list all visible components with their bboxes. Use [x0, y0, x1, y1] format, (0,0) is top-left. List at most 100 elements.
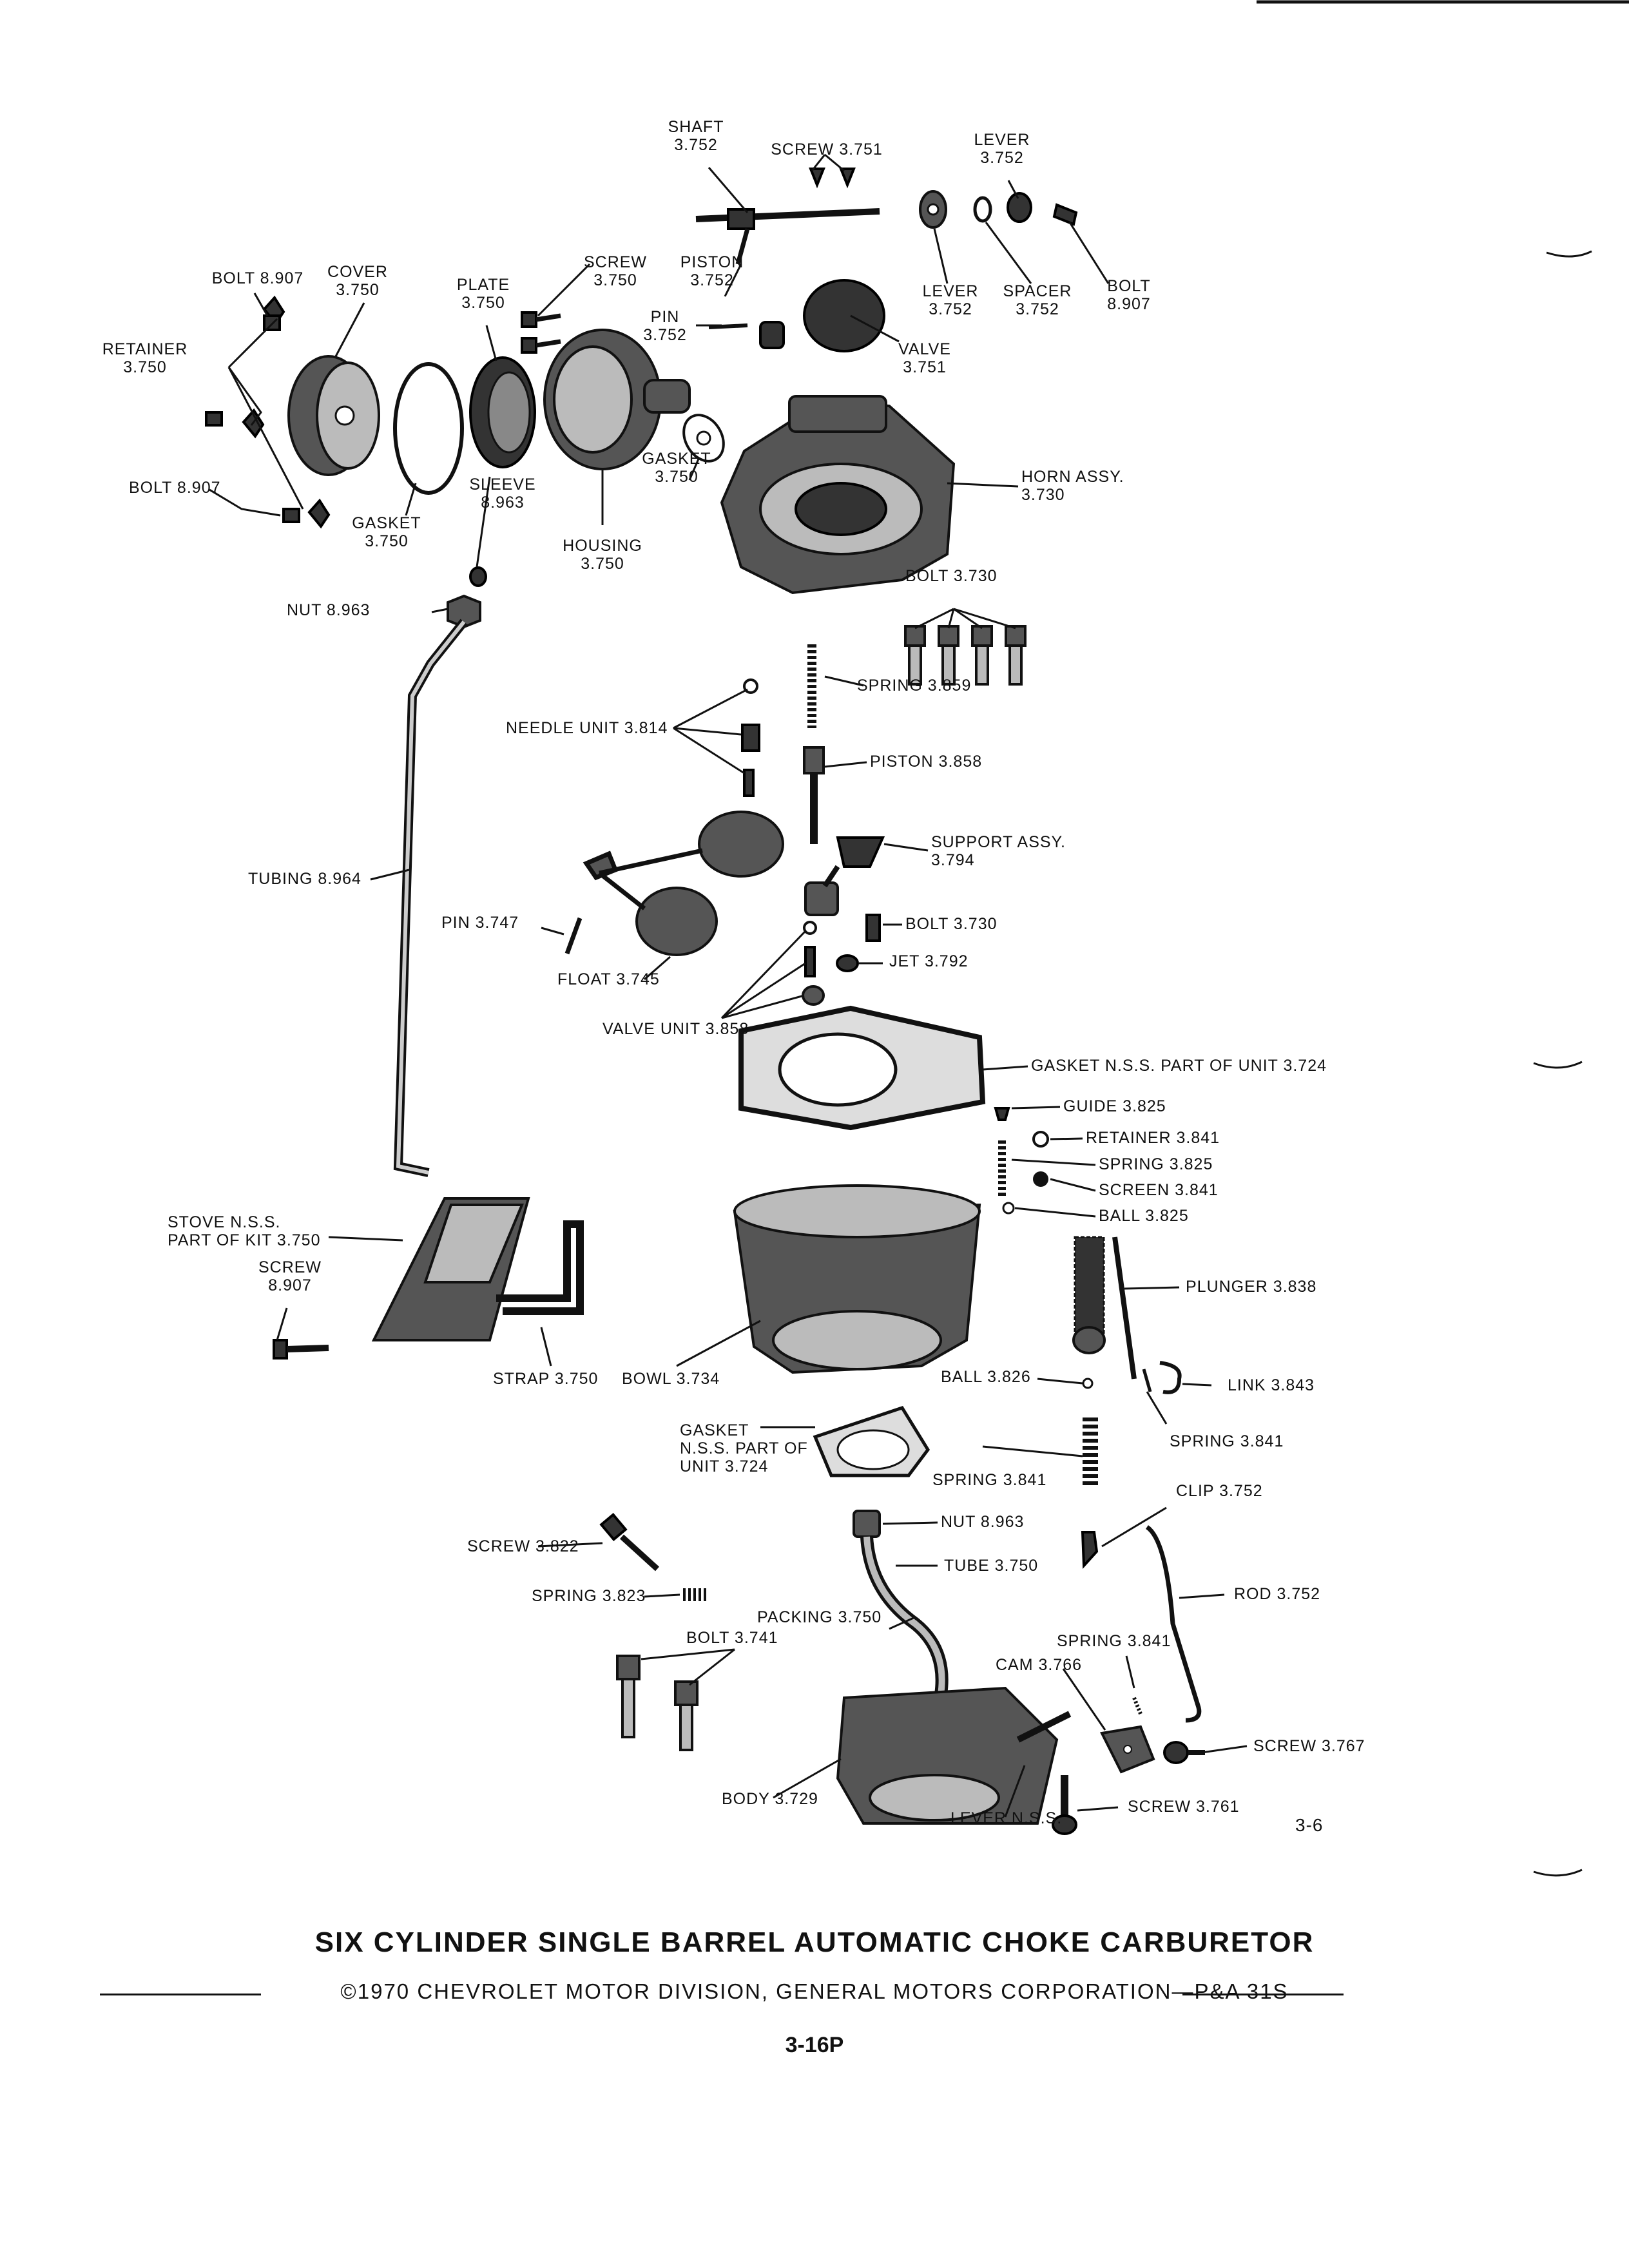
label-bowl: BOWL 3.734: [622, 1370, 720, 1388]
rule-right: [1182, 1994, 1344, 1995]
choke-piston-pin: [708, 321, 785, 349]
choke-valve-disc: [803, 279, 885, 352]
page-title: SIX CYLINDER SINGLE BARREL AUTOMATIC CHO…: [314, 1927, 1315, 1958]
label-cam: CAM 3.766: [996, 1656, 1082, 1674]
float-bowl: [733, 1184, 981, 1374]
bolt-8907-part: [205, 314, 300, 523]
label-screen: SCREEN 3.841: [1099, 1181, 1219, 1199]
binder-mark: [1533, 1061, 1583, 1069]
label-ball-3825: BALL 3.825: [1099, 1207, 1189, 1225]
lever-spacer-bolt: [919, 190, 1078, 229]
label-rod: ROD 3.752: [1234, 1585, 1320, 1603]
clip-rod-part: [1081, 1525, 1202, 1723]
label-needle: NEEDLE UNIT 3.814: [506, 719, 668, 737]
label-bolt-3730-mid: BOLT 3.730: [905, 915, 998, 933]
rule-left: [100, 1994, 261, 1995]
support-assembly-part: [804, 836, 885, 916]
throttle-body: [836, 1686, 1072, 1825]
binder-mark: [1546, 250, 1592, 258]
label-guide: GUIDE 3.825: [1063, 1097, 1166, 1115]
needle-unit-part: [741, 678, 760, 797]
screw-3767-part: [1163, 1741, 1205, 1764]
piston-3858-part: [803, 746, 825, 844]
spring-3841-lower-part: [1132, 1696, 1142, 1715]
gasket-nss-part: [738, 1005, 986, 1131]
label-horn: HORN ASSY.3.730: [1021, 468, 1124, 504]
screw-3761-part: [1052, 1775, 1077, 1835]
label-tubing: TUBING 8.964: [248, 870, 361, 888]
label-nut-8963-bottom: NUT 8.963: [941, 1513, 1024, 1531]
label-spring-3841-right: SPRING 3.841: [1170, 1432, 1284, 1450]
horn-assembly: [720, 395, 956, 595]
cam-part: [1100, 1725, 1155, 1774]
pin-3747-part: [564, 917, 583, 955]
label-packing: PACKING 3.750: [757, 1608, 882, 1626]
label-piston-3858: PISTON 3.858: [870, 753, 982, 771]
figure-number: 3-6: [1295, 1815, 1323, 1835]
label-bolt-3730-top: BOLT 3.730: [905, 567, 998, 585]
label-spring-3841-mid: SPRING 3.841: [932, 1471, 1046, 1489]
label-ball-3826: BALL 3.826: [941, 1368, 1031, 1386]
ball-link-spring: [1082, 1361, 1182, 1394]
gasket-ring: [393, 362, 464, 495]
label-spring-3825: SPRING 3.825: [1099, 1155, 1213, 1173]
screw-3750-part: [521, 311, 561, 354]
label-bolt-8907-a: BOLT 8.907: [212, 269, 304, 287]
label-plunger: PLUNGER 3.838: [1186, 1278, 1316, 1296]
label-spring-3841-lower: SPRING 3.841: [1057, 1632, 1171, 1650]
page-number: 3-16P: [785, 2033, 844, 2057]
choke-cover: [287, 355, 380, 476]
binder-mark: [1533, 1869, 1583, 1877]
label-valve-unit: VALVE UNIT 3.858: [602, 1020, 749, 1038]
label-support: SUPPORT ASSY.3.794: [931, 833, 1066, 869]
float-part: [583, 811, 784, 956]
leader-lines: [209, 153, 1248, 1818]
bolts-3741-part: [616, 1655, 699, 1751]
gasket-bottom-part: [813, 1406, 930, 1477]
label-pin-3747: PIN 3.747: [441, 914, 519, 932]
choke-plate: [469, 356, 536, 468]
label-body: BODY 3.729: [722, 1790, 818, 1808]
label-screw-3822: SCREW 3.822: [467, 1537, 579, 1555]
label-bolt-3741: BOLT 3.741: [686, 1629, 778, 1647]
label-clip: CLIP 3.752: [1176, 1482, 1263, 1500]
label-gasket-nss: GASKET N.S.S. PART OF UNIT 3.724: [1031, 1057, 1327, 1075]
label-stove: STOVE N.S.S.PART OF KIT 3.750: [168, 1213, 320, 1249]
choke-shaft: [695, 208, 880, 265]
label-screw-3751: SCREW 3.751: [771, 140, 883, 159]
choke-housing: [543, 329, 691, 470]
label-float: FLOAT 3.745: [557, 970, 660, 988]
label-bolt-8907-b: BOLT 8.907: [129, 479, 221, 497]
label-screw-3767: SCREW 3.767: [1253, 1737, 1365, 1755]
label-link: LINK 3.843: [1228, 1376, 1315, 1394]
label-retainer-3841: RETAINER 3.841: [1086, 1129, 1220, 1147]
label-spring-3859: SPRING 3.859: [857, 677, 971, 695]
nut-tube-part: [853, 1510, 949, 1696]
nut-sleeve: [447, 566, 487, 629]
screw-3751-part: [809, 168, 856, 189]
label-tube: TUBE 3.750: [944, 1557, 1038, 1575]
label-strap: STRAP 3.750: [493, 1370, 598, 1388]
label-spring-3823: SPRING 3.823: [532, 1587, 646, 1605]
bolts-3730-set: [904, 625, 1027, 686]
screw-3822-part: [599, 1512, 660, 1571]
label-jet: JET 3.792: [889, 952, 969, 970]
copyright-line: ©1970 CHEVROLET MOTOR DIVISION, GENERAL …: [340, 1979, 1289, 2003]
